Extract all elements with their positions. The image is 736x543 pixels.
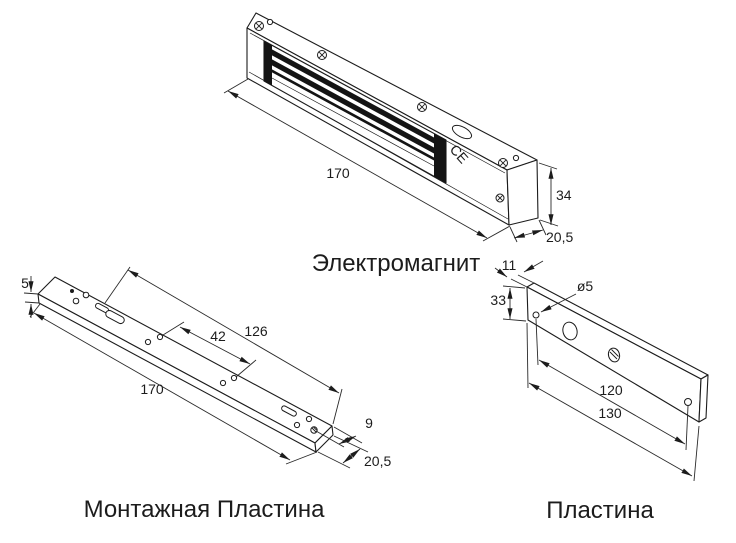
electromagnet-drawing: CE 170 34 20,5 Электромагнит <box>223 12 573 277</box>
screw-icon <box>317 50 327 60</box>
plate-end-face <box>698 374 709 423</box>
dim-mounting-plate-thickness: 5 <box>21 275 40 318</box>
mounting-plate-end-face <box>314 425 334 453</box>
screw-icon <box>417 102 427 112</box>
dim-value: 170 <box>140 381 164 397</box>
screw-icon <box>498 158 508 168</box>
plate-label: Пластина <box>546 497 654 524</box>
dim-electromagnet-height: 34 <box>538 162 572 227</box>
mounting-plate-drawing: 5 170 126 42 9 <box>21 266 391 523</box>
screw-icon <box>254 21 264 31</box>
dim-value: 9 <box>365 415 373 431</box>
screw-icon <box>495 193 505 203</box>
dim-value: 20,5 <box>364 453 391 469</box>
dim-electromagnet-depth: 20,5 <box>509 219 573 245</box>
small-hole <box>684 398 692 406</box>
dim-plate-thickness: 11 <box>494 257 544 288</box>
pin-hole <box>70 289 74 293</box>
electromagnet-end-face <box>506 159 539 226</box>
corner-hole <box>266 18 274 26</box>
dim-value: 5 <box>21 275 29 291</box>
dim-value: 130 <box>598 405 622 421</box>
mounting-plate-front-face <box>37 293 317 453</box>
dim-plate-height: 33 <box>490 285 527 322</box>
dim-value: 126 <box>244 323 268 339</box>
dim-value: 11 <box>502 257 517 273</box>
small-hole <box>532 311 540 319</box>
large-hole <box>562 321 578 341</box>
dim-mounting-plate-width: 20,5 <box>317 435 391 469</box>
dim-plate-length: 130 <box>526 322 700 482</box>
electromagnet-label: Электромагнит <box>312 250 481 277</box>
dim-mounting-plate-edge-offset: 9 <box>315 415 373 448</box>
corner-hole <box>512 154 520 162</box>
dim-electromagnet-length: 170 <box>223 78 511 242</box>
countersunk-hole <box>607 347 621 363</box>
dim-value: 120 <box>599 382 623 398</box>
dim-value: 20,5 <box>546 229 573 245</box>
countersunk-hole <box>310 426 318 434</box>
dim-value: 42 <box>210 328 226 344</box>
dim-value: ø5 <box>577 278 594 294</box>
plate-drawing: 11 33 ø5 120 130 Пластина <box>490 257 709 524</box>
dim-mounting-plate-span-inner: 42 <box>162 321 257 378</box>
dim-value: 170 <box>326 165 350 181</box>
mounting-plate-label: Монтажная Пластина <box>84 496 326 523</box>
dim-value: 34 <box>556 187 572 203</box>
dim-plate-hole-diameter: ø5 <box>540 278 594 313</box>
mounting-plate-top-face <box>37 276 333 444</box>
dim-value: 33 <box>490 292 506 308</box>
